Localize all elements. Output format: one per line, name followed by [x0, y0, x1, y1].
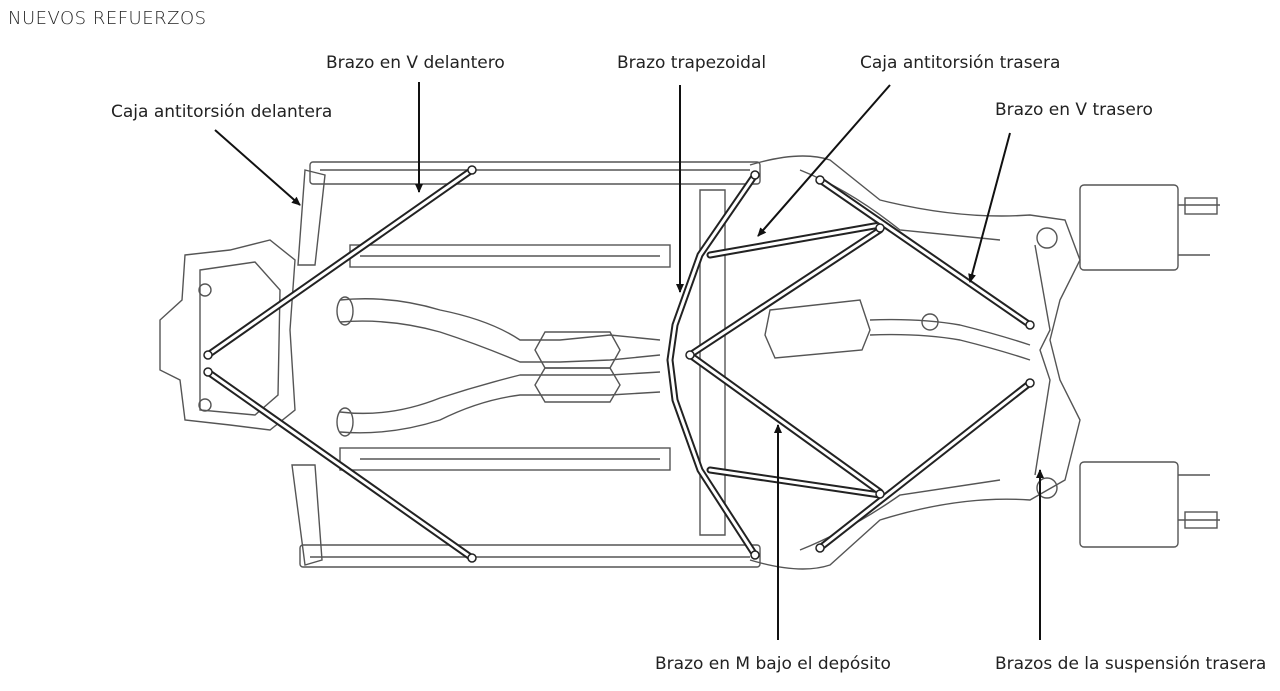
- label-rear-suspension-arms: Brazos de la suspensión trasera: [995, 654, 1267, 674]
- reinforcement-bars: [204, 166, 1034, 562]
- arrow-rear-v-arm: [968, 132, 1011, 283]
- label-trapezoidal-arm: Brazo trapezoidal: [617, 53, 767, 73]
- label-front-v-arm: Brazo en V delantero: [326, 53, 505, 73]
- arrow-rear-torsion-box: [757, 84, 891, 237]
- label-rear-v-arm: Brazo en V trasero: [995, 100, 1153, 120]
- leader-arrows: [214, 82, 1044, 640]
- page-title: NUEVOS REFUERZOS: [8, 8, 207, 29]
- label-m-arm-under-tank: Brazo en M bajo el depósito: [655, 654, 891, 674]
- arrow-front-torsion-box: [214, 129, 301, 206]
- label-front-torsion-box: Caja antitorsión delantera: [111, 102, 333, 122]
- label-rear-torsion-box: Caja antitorsión trasera: [860, 53, 1061, 73]
- chassis-frame: [159, 155, 1220, 570]
